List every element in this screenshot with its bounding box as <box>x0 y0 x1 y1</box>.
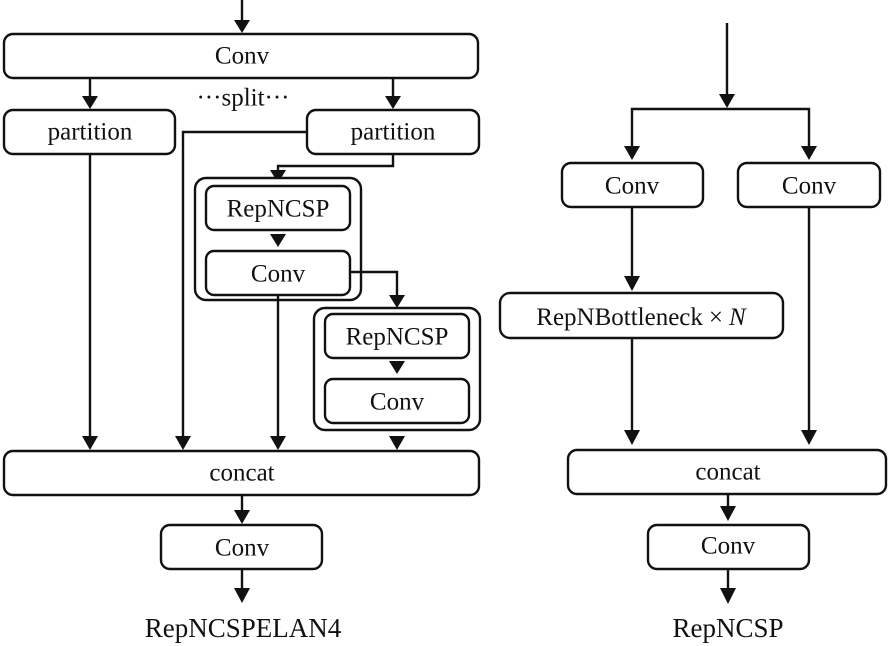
arrow-head <box>270 234 286 247</box>
arrow-head <box>270 436 286 450</box>
conv2-box <box>323 377 471 425</box>
repncsp-diagram: Conv Conv RepNBottleneck×N concat Conv R… <box>498 23 888 643</box>
repncspelan4-title: RepNCSPELAN4 <box>145 613 342 643</box>
arrow-head <box>385 96 401 109</box>
partition-right-to-block1-line <box>276 154 395 172</box>
repncsp2-label: RepNCSP <box>346 324 449 351</box>
conv-out-label: Conv <box>701 533 756 560</box>
branch-line <box>630 107 811 148</box>
bottleneck-times: × <box>709 304 723 331</box>
arrow-head <box>801 146 817 160</box>
bottleneck-label: RepNBottleneck×N <box>536 304 747 331</box>
bottleneck-n: N <box>728 304 747 331</box>
split-label: ···split··· <box>196 85 289 112</box>
arrow-head <box>720 588 736 604</box>
arrow-head <box>389 295 405 308</box>
arrow-head <box>719 94 735 108</box>
repncsp1-box <box>204 184 352 232</box>
bottleneck-box <box>498 291 785 340</box>
arrow-head <box>270 170 286 183</box>
arrow-head <box>234 510 250 524</box>
arrow-head <box>82 96 98 109</box>
arrow-head <box>720 506 736 521</box>
repncspelan4-diagram: Conv ···split··· partition partition Rep… <box>2 0 482 643</box>
arrow-head <box>624 146 640 160</box>
arrow-head <box>389 436 405 450</box>
conv-top-label: Conv <box>215 43 270 70</box>
concat-label: concat <box>695 459 760 486</box>
arrow-head <box>801 430 817 445</box>
partition-left-label: partition <box>48 119 133 146</box>
repncsp1-label: RepNCSP <box>227 196 330 223</box>
arrow-head <box>175 436 191 450</box>
conv-left-label: Conv <box>605 173 660 200</box>
conv-top-box <box>2 32 480 80</box>
conv-out-label: Conv <box>215 535 270 562</box>
conv1-label: Conv <box>251 261 306 288</box>
bottleneck-name: RepNBottleneck <box>536 304 703 331</box>
repncsp2-box <box>323 312 471 360</box>
arrow-head <box>82 436 98 450</box>
conv2-label: Conv <box>370 389 425 416</box>
arrow-head <box>624 276 640 291</box>
conv-right-label: Conv <box>782 173 837 200</box>
block1-to-block2-line <box>350 270 399 296</box>
arrow-head <box>624 430 640 445</box>
arrow-head <box>234 20 250 33</box>
arrow-head <box>389 361 405 374</box>
repncsp-title: RepNCSP <box>672 613 783 643</box>
arrow-head <box>234 588 250 603</box>
partition-right-bypass-line <box>181 130 307 437</box>
concat-label: concat <box>209 460 274 487</box>
partition-right-label: partition <box>351 119 436 146</box>
